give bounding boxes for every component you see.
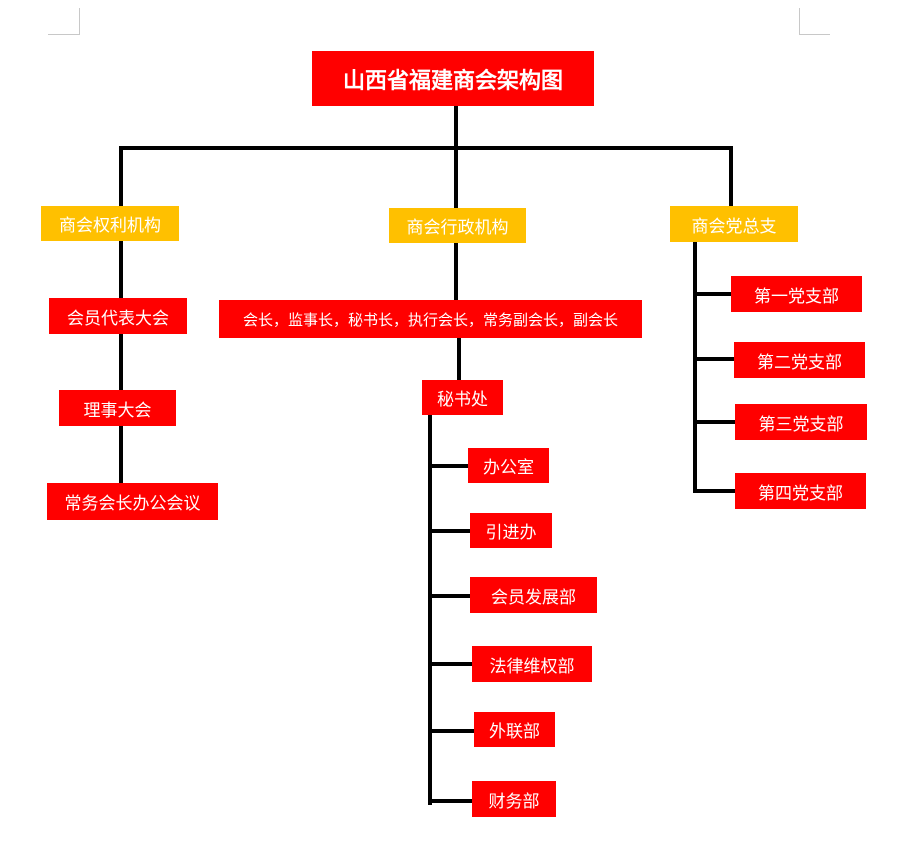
node-standing-president-meeting: 常务会长办公会议 — [47, 483, 218, 520]
node-party-branch-2: 第二党支部 — [734, 342, 865, 378]
node-council-meeting: 理事大会 — [59, 390, 176, 426]
page-corner-mark-left — [48, 8, 80, 35]
node-dept-legal-rights: 法律维权部 — [472, 646, 592, 682]
node-rights-organ: 商会权利机构 — [41, 206, 179, 241]
node-dept-external-relations: 外联部 — [474, 712, 555, 747]
node-members-congress: 会员代表大会 — [49, 298, 187, 334]
node-party-general-branch: 商会党总支 — [670, 206, 798, 242]
node-leadership: 会长，监事长，秘书长，执行会长，常务副会长，副会长 — [219, 300, 642, 338]
node-party-branch-1: 第一党支部 — [731, 276, 862, 312]
node-party-branch-4: 第四党支部 — [735, 473, 866, 509]
node-secretariat: 秘书处 — [422, 380, 503, 415]
node-dept-member-development: 会员发展部 — [470, 577, 597, 613]
node-dept-office: 办公室 — [468, 448, 549, 483]
node-party-branch-3: 第三党支部 — [735, 404, 867, 440]
chart-title: 山西省福建商会架构图 — [312, 51, 594, 106]
node-dept-investment: 引进办 — [470, 513, 552, 548]
node-admin-organ: 商会行政机构 — [389, 208, 526, 243]
page-corner-mark-right — [799, 8, 830, 35]
node-dept-finance: 财务部 — [472, 781, 556, 817]
